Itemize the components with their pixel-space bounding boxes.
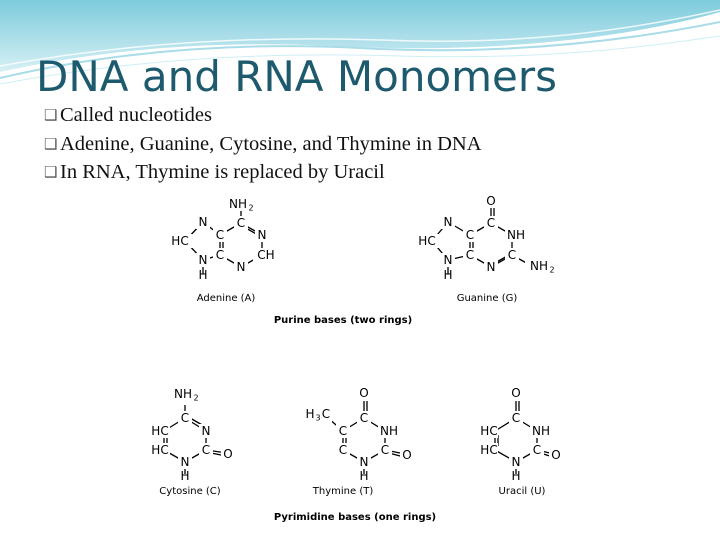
guanine-atom-n: N bbox=[444, 253, 453, 267]
purine-caption: Purine bases (two rings) bbox=[274, 315, 412, 326]
adenine-subscript: 2 bbox=[248, 204, 253, 213]
uracil-atom-h: H bbox=[511, 469, 520, 483]
adenine-atom-c: C bbox=[216, 248, 224, 262]
uracil-atom-hc: HC bbox=[480, 443, 497, 457]
adenine-atom-n: N bbox=[258, 228, 267, 242]
bullet-item: ❑Called nucleotides bbox=[44, 102, 482, 131]
guanine-subscript: 2 bbox=[549, 266, 554, 275]
guanine-atom-c: C bbox=[508, 248, 516, 262]
guanine-nh-label: NH bbox=[530, 259, 548, 273]
slide-title: DNA and RNA Monomers bbox=[36, 52, 558, 101]
bullet-item: ❑Adenine, Guanine, Cytosine, and Thymine… bbox=[44, 131, 482, 160]
bullet-list: ❑Called nucleotides ❑Adenine, Guanine, C… bbox=[44, 102, 482, 188]
cytosine-atom-c: C bbox=[181, 411, 189, 425]
uracil-atom-nh: NH bbox=[532, 424, 550, 438]
guanine-atom-c: C bbox=[487, 216, 495, 230]
thymine-atom-o: O bbox=[359, 386, 368, 400]
cytosine-atom-n: N bbox=[181, 455, 190, 469]
thymine-atom-nh: NH bbox=[380, 424, 398, 438]
guanine-structure: O C NH C NH 2 N C C N HC N H Guanine (G) bbox=[417, 194, 555, 304]
bullet-icon: ❑ bbox=[44, 108, 58, 124]
cytosine-atom-o: O bbox=[223, 447, 232, 461]
cytosine-atom-h: H bbox=[180, 469, 189, 483]
uracil-atom-c: C bbox=[512, 411, 520, 425]
adenine-atom-hc: HC bbox=[171, 234, 188, 248]
thymine-name: Thymine (T) bbox=[312, 486, 374, 497]
thymine-methyl-subscript: 3 bbox=[315, 414, 320, 423]
adenine-atom-n: N bbox=[237, 260, 246, 274]
adenine-atom-n: N bbox=[199, 215, 208, 229]
pyrimidine-caption: Pyrimidine bases (one rings) bbox=[274, 512, 436, 523]
bullet-icon: ❑ bbox=[44, 165, 58, 181]
guanine-atom-c: C bbox=[466, 248, 474, 262]
uracil-atom-c: C bbox=[533, 443, 541, 457]
guanine-atom-o: O bbox=[486, 194, 495, 208]
cytosine-atom-hc: HC bbox=[151, 443, 168, 457]
cytosine-atom-n: N bbox=[202, 424, 211, 438]
cytosine-atom-c: C bbox=[202, 443, 210, 457]
adenine-nh-label: NH bbox=[229, 197, 247, 211]
cytosine-structure: NH 2 C N C O N H HC HC Cytosine (C) bbox=[150, 387, 235, 497]
thymine-atom-n: N bbox=[360, 455, 369, 469]
uracil-atom-hc: HC bbox=[480, 424, 497, 438]
thymine-atom-c: C bbox=[339, 443, 347, 457]
adenine-atom-n: N bbox=[199, 253, 208, 267]
adenine-atom-ch: CH bbox=[257, 248, 274, 262]
uracil-atom-o: O bbox=[511, 386, 520, 400]
cytosine-name: Cytosine (C) bbox=[159, 486, 220, 497]
adenine-atom-c: C bbox=[237, 216, 245, 230]
bullet-text: Called nucleotides bbox=[60, 104, 212, 126]
nucleobase-diagram: NH 2 C N CH N C C N HC N H Adenine (A) bbox=[150, 194, 565, 524]
thymine-methyl-h: H bbox=[305, 407, 314, 421]
thymine-atom-c: C bbox=[360, 411, 368, 425]
uracil-atom-n: N bbox=[512, 455, 521, 469]
bullet-item: ❑In RNA, Thymine is replaced by Uracil bbox=[44, 159, 482, 188]
cytosine-atom-hc: HC bbox=[151, 424, 168, 438]
thymine-atom-c: C bbox=[339, 424, 347, 438]
guanine-atom-n: N bbox=[487, 260, 496, 274]
thymine-atom-o: O bbox=[402, 448, 411, 462]
adenine-atom-c: C bbox=[216, 228, 224, 242]
guanine-atom-n: N bbox=[444, 215, 453, 229]
uracil-atom-o: O bbox=[551, 448, 560, 462]
cytosine-subscript: 2 bbox=[193, 394, 198, 403]
uracil-structure: O C NH C O N H HC HC Uracil (U) bbox=[478, 386, 563, 497]
thymine-structure: O C NH C O N H C C H 3 C Thymine (T) bbox=[300, 386, 414, 497]
adenine-name: Adenine (A) bbox=[197, 293, 256, 304]
cytosine-nh-label: NH bbox=[174, 387, 192, 401]
guanine-atom-c: C bbox=[466, 228, 474, 242]
guanine-atom-h: H bbox=[443, 268, 452, 282]
thymine-atom-c: C bbox=[381, 443, 389, 457]
adenine-atom-h: H bbox=[198, 268, 207, 282]
guanine-name: Guanine (G) bbox=[457, 293, 518, 304]
thymine-atom-h: H bbox=[359, 469, 368, 483]
thymine-methyl-c: C bbox=[322, 407, 330, 421]
adenine-structure: NH 2 C N CH N C C N HC N H Adenine (A) bbox=[171, 197, 275, 304]
guanine-atom-nh: NH bbox=[507, 228, 525, 242]
guanine-atom-hc: HC bbox=[418, 234, 435, 248]
bullet-text: Adenine, Guanine, Cytosine, and Thymine … bbox=[60, 132, 482, 155]
bullet-icon: ❑ bbox=[44, 136, 58, 153]
bullet-text: In RNA, Thymine is replaced by Uracil bbox=[60, 161, 385, 183]
uracil-name: Uracil (U) bbox=[499, 486, 546, 497]
header-wave-decoration bbox=[0, 0, 720, 85]
